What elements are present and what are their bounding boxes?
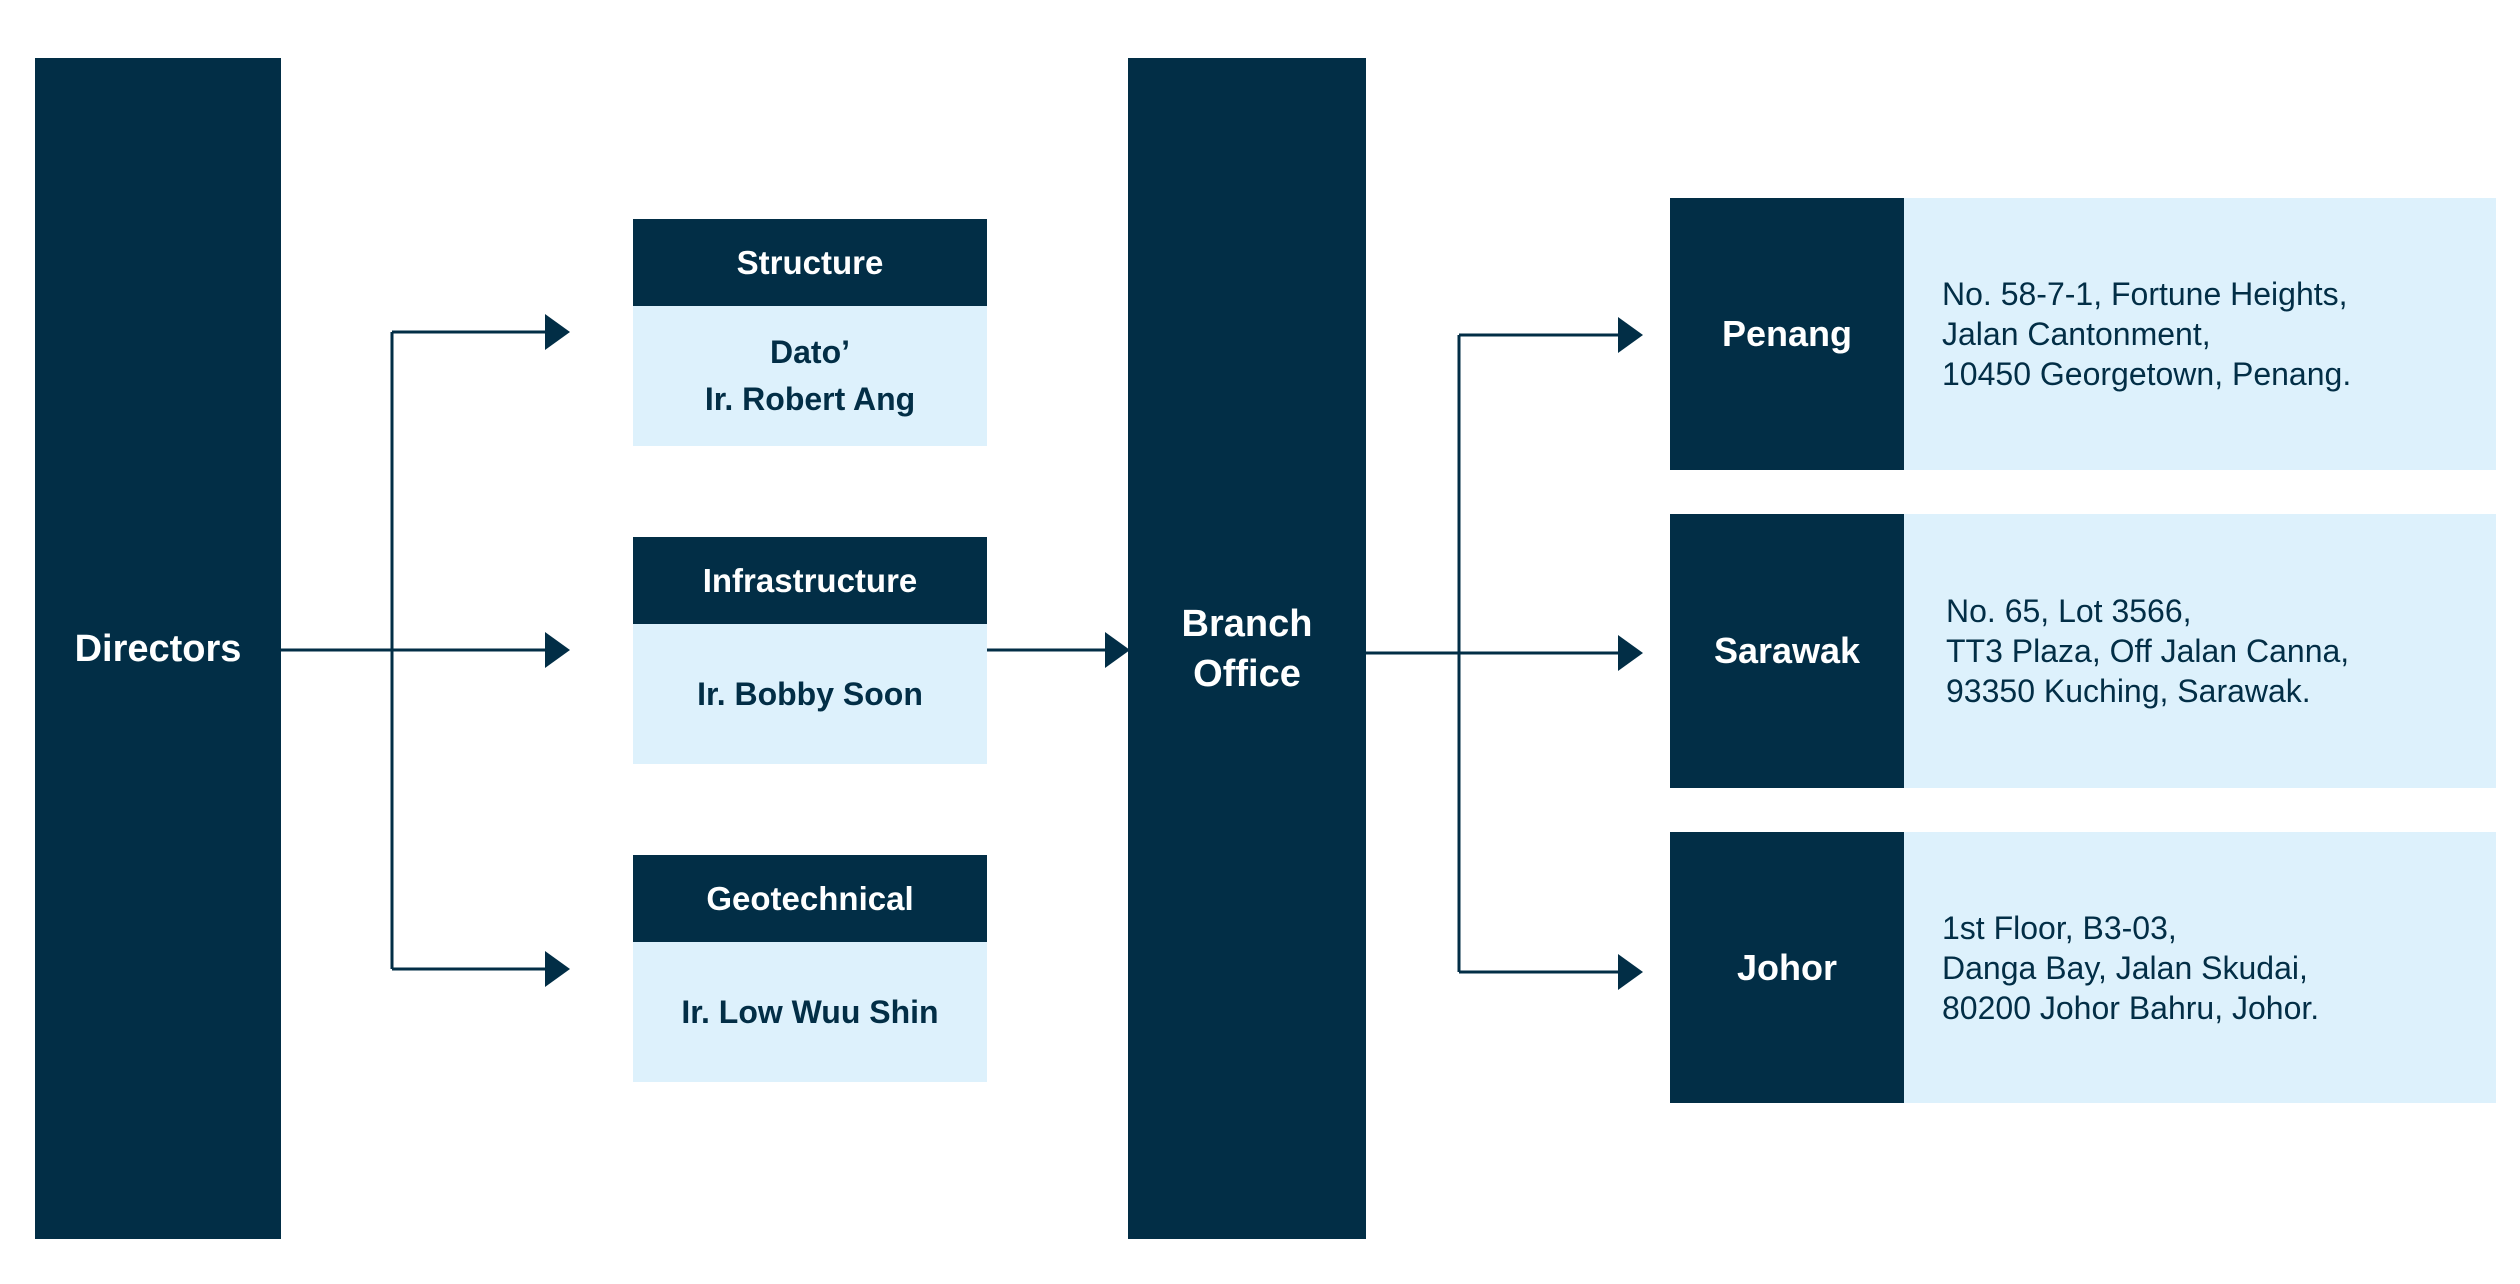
department-head-line: Ir. Low Wuu Shin: [681, 993, 939, 1030]
arrow-sarawak: [1618, 635, 1643, 671]
department-head-line: Ir. Bobby Soon: [697, 675, 923, 712]
address-line: 93350 Kuching, Sarawak.: [1946, 673, 2311, 709]
arrow-structure: [545, 314, 570, 350]
address-line: Danga Bay, Jalan Skudai,: [1942, 949, 2308, 986]
arrow-penang: [1618, 317, 1643, 353]
department-infrastructure-head: Ir. Bobby Soon: [633, 624, 987, 764]
arrow-geotechnical: [545, 951, 570, 987]
branch-name-label: Johor: [1736, 946, 1837, 988]
arrow-branch-office: [1105, 632, 1130, 668]
address-line: No. 58-7-1, Fortune Heights,: [1942, 276, 2348, 312]
arrow-infrastructure: [545, 632, 570, 668]
department-geotechnical-head: Ir. Low Wuu Shin: [633, 942, 987, 1082]
branch-sarawak-name: Sarawak: [1670, 514, 1904, 788]
address-line: Jalan Cantonment,: [1942, 316, 2211, 352]
department-title: Geotechnical: [706, 879, 914, 917]
department-geotechnical-header: Geotechnical: [633, 855, 987, 942]
department-infrastructure-header: Infrastructure: [633, 537, 987, 624]
department-head-line: Dato’: [770, 334, 850, 370]
branch-johor-name: Johor: [1670, 832, 1904, 1103]
branch-office-box: Branch Office: [1128, 58, 1366, 1239]
branch-sarawak-address: No. 65, Lot 3566, TT3 Plaza, Off Jalan C…: [1904, 514, 2496, 788]
branch-office-label-line: Branch: [1181, 602, 1313, 645]
branch-office-label-line: Office: [1193, 652, 1301, 695]
address-line: No. 65, Lot 3566,: [1946, 593, 2192, 629]
department-structure-head: Dato’ Ir. Robert Ang: [633, 306, 987, 446]
address-line: 80200 Johor Bahru, Johor.: [1942, 989, 2320, 1026]
arrow-johor: [1618, 954, 1643, 990]
department-structure-header: Structure: [633, 219, 987, 306]
address-line: 1st Floor, B3-03,: [1942, 909, 2177, 946]
branch-name-label: Sarawak: [1713, 630, 1861, 671]
branch-penang-address: No. 58-7-1, Fortune Heights, Jalan Canto…: [1904, 198, 2496, 470]
address-line: 10450 Georgetown, Penang.: [1942, 356, 2352, 392]
directors-label: Directors: [74, 627, 242, 670]
department-title: Structure: [736, 243, 884, 281]
branch-penang-name: Penang: [1670, 198, 1904, 470]
directors-box: Directors: [35, 58, 281, 1239]
branch-name-label: Penang: [1721, 313, 1853, 354]
department-title: Infrastructure: [702, 561, 918, 599]
address-line: TT3 Plaza, Off Jalan Canna,: [1946, 633, 2350, 669]
branch-johor-address: 1st Floor, B3-03, Danga Bay, Jalan Skuda…: [1904, 832, 2496, 1103]
department-head-line: Ir. Robert Ang: [704, 381, 916, 417]
